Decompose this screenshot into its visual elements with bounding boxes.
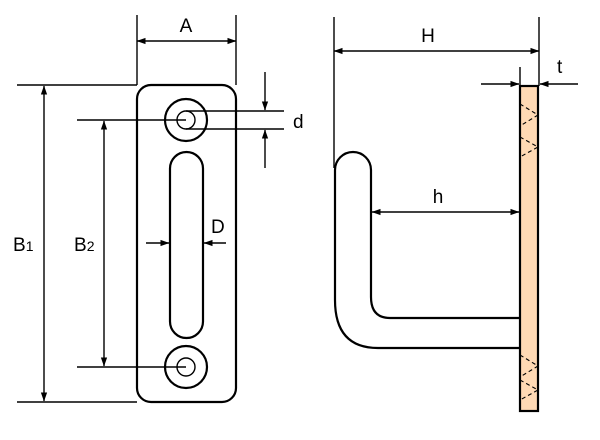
hook-rod-inner	[369, 170, 520, 320]
label-B2: B2	[74, 235, 95, 256]
label-d: d	[293, 112, 304, 133]
front-view: A B1 B2 d D	[13, 15, 304, 404]
side-view: H t h	[333, 17, 578, 413]
label-A: A	[180, 16, 193, 37]
hidden-countersink-bottom	[519, 354, 540, 378]
plate-outline	[135, 83, 238, 404]
label-h: h	[433, 187, 444, 208]
hidden-countersink-top	[519, 103, 540, 127]
side-plate	[518, 84, 540, 413]
label-H: H	[421, 26, 435, 47]
label-B1: B1	[13, 235, 34, 256]
center-slot	[168, 150, 205, 340]
label-D: D	[211, 217, 225, 238]
label-t: t	[557, 57, 563, 78]
hook-rod-outer	[333, 150, 520, 350]
